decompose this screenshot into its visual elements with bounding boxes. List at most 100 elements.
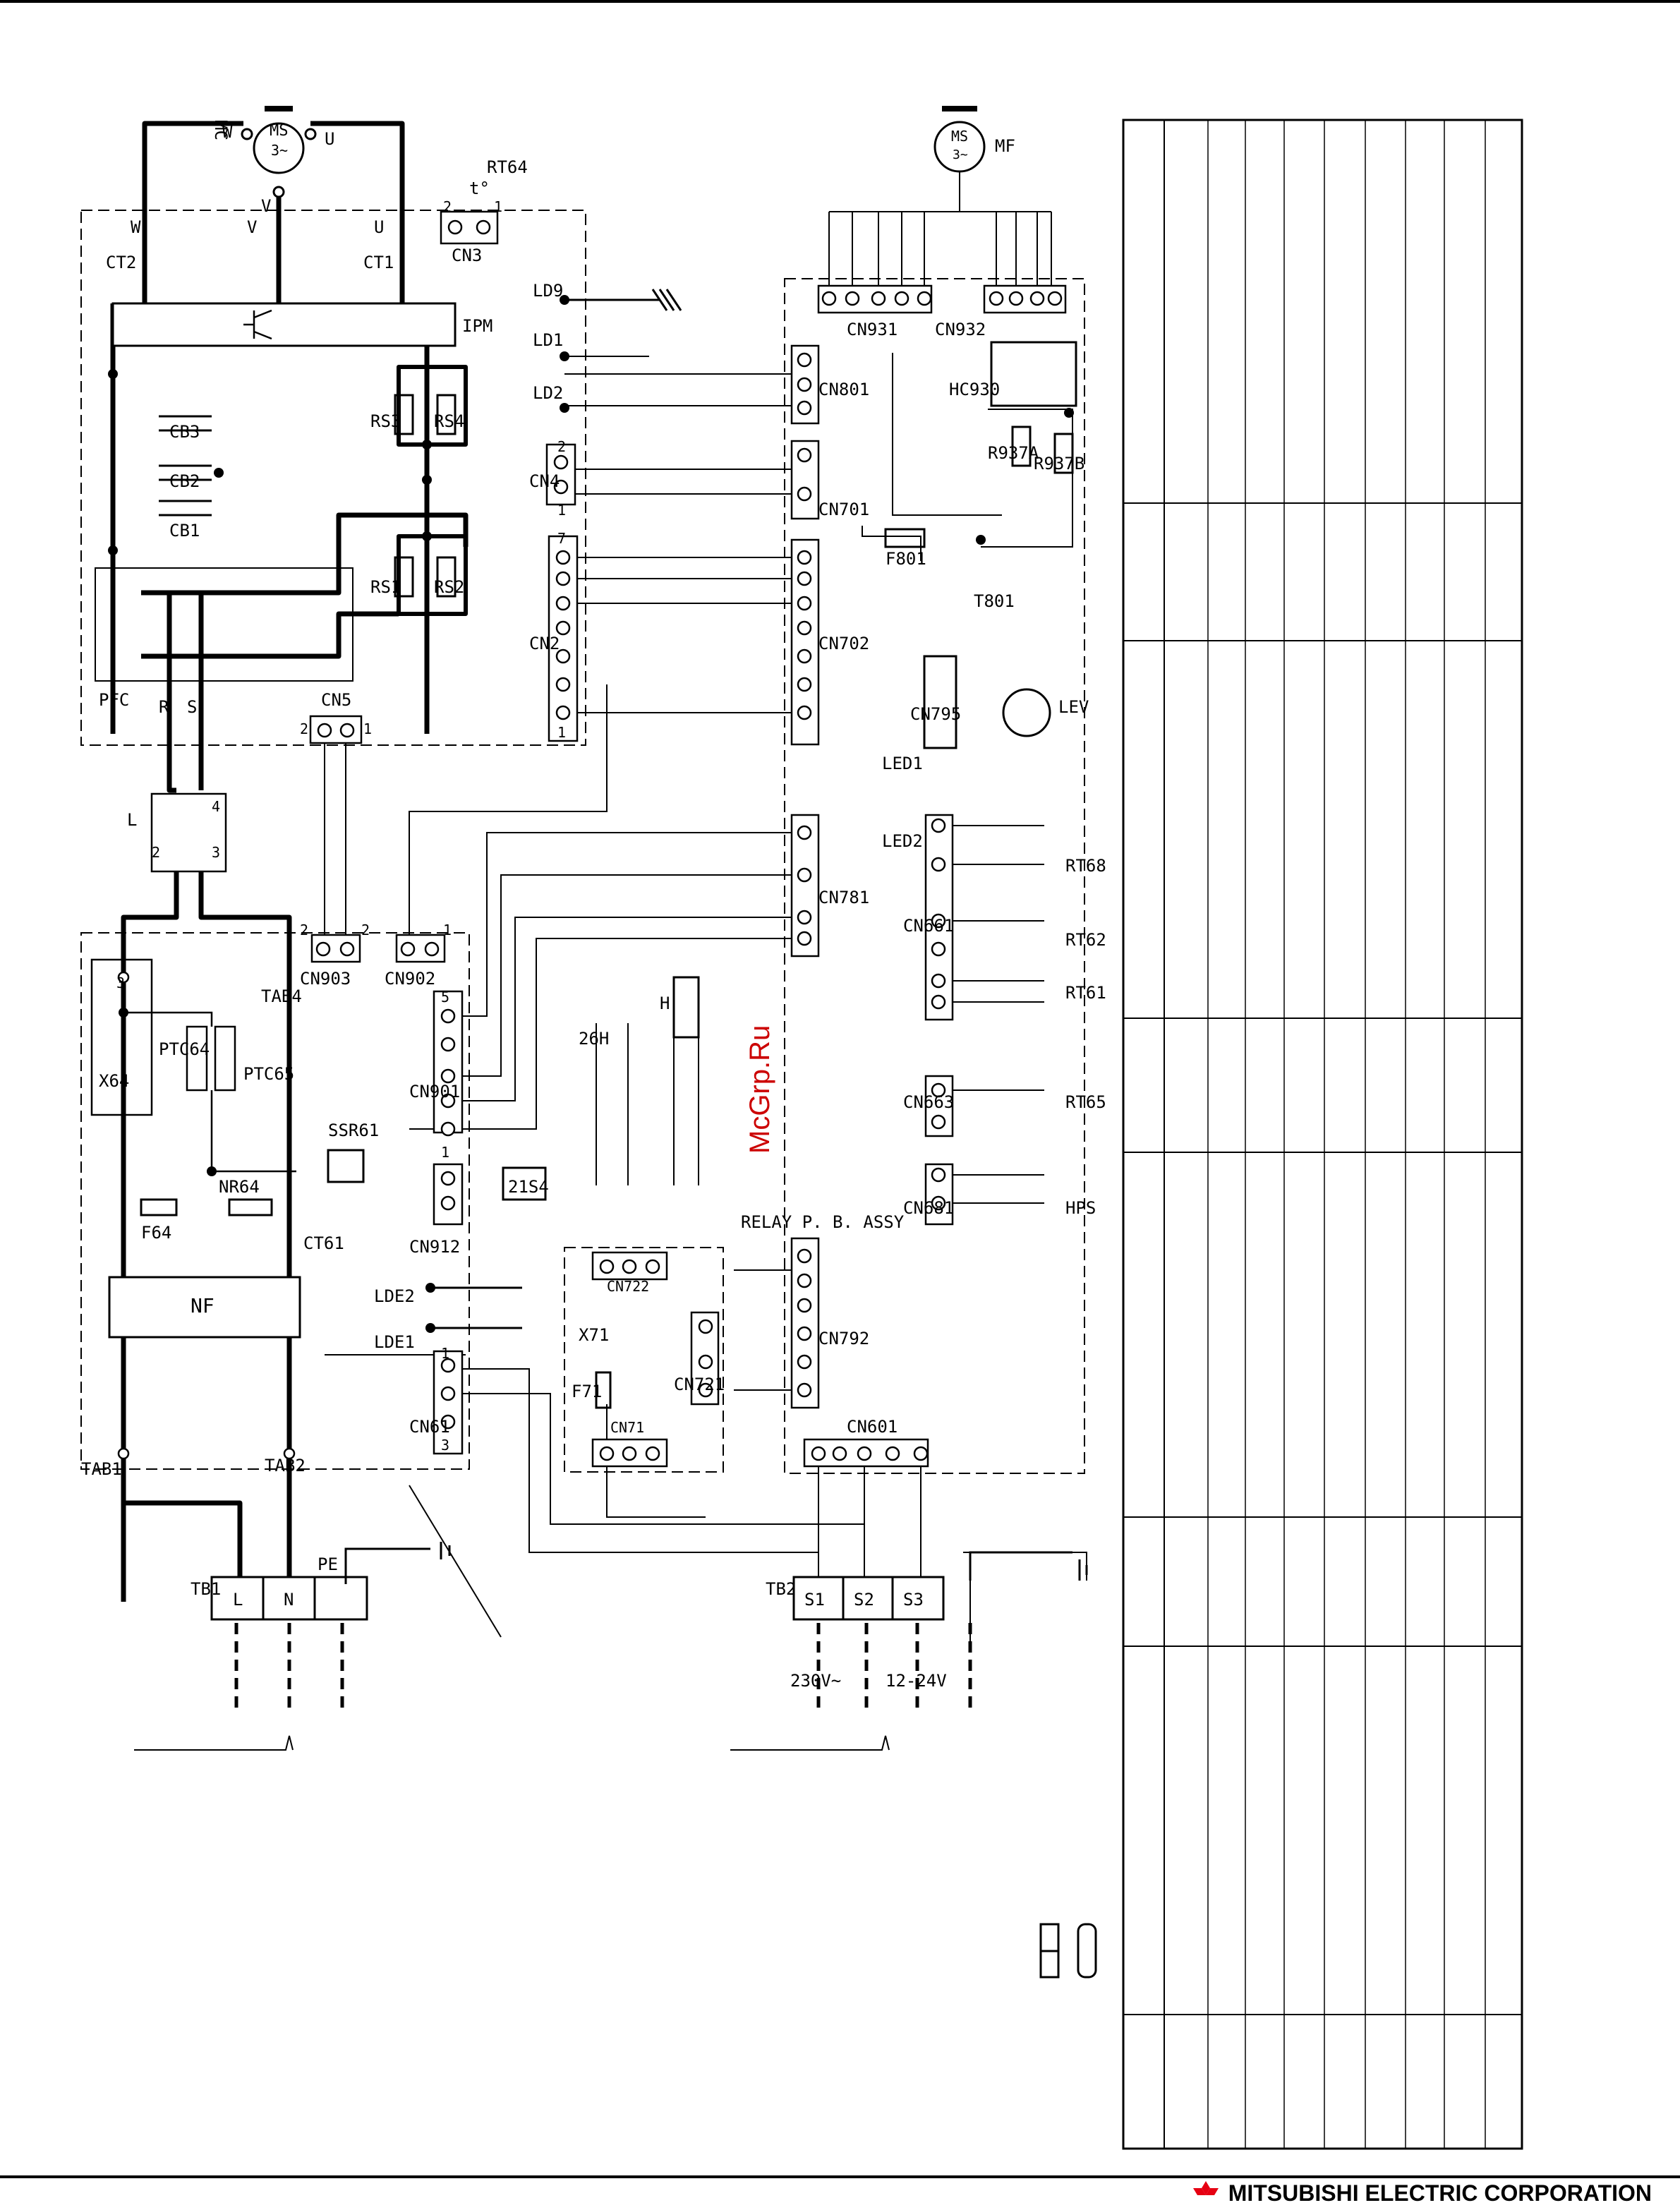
ct-v-label: V [247, 217, 257, 237]
cn932-label: CN932 [935, 320, 986, 339]
rs1-label: RS1 [370, 577, 401, 597]
tab2-label: TAB2 [265, 1456, 306, 1475]
bottom-rule [0, 2175, 1680, 2178]
tb2-label: TB2 [766, 1579, 796, 1599]
cn901-pin5: 5 [441, 989, 449, 1006]
rt61-label: RT61 [1065, 983, 1106, 1003]
rs3-label: RS3 [370, 411, 401, 431]
cb2-label: CB2 [169, 471, 200, 491]
table-grid [1122, 119, 1523, 2150]
lde1-label: LDE1 [374, 1332, 415, 1352]
cn903-pin2: 2 [300, 922, 308, 938]
choke-pin3: 3 [212, 844, 220, 861]
noise-filter-board-outline [80, 932, 470, 1470]
supply-cables [234, 1623, 972, 1708]
ground-symbols [344, 289, 1088, 1584]
h-label: H [660, 994, 670, 1013]
cb3-label: CB3 [169, 422, 200, 442]
w-terminal-label: W [222, 122, 233, 142]
v-terminal-label: V [261, 196, 271, 216]
rt68-label: RT68 [1065, 856, 1106, 876]
mf-phase-label: 3~ [953, 147, 968, 162]
controller-board-outline [784, 278, 1085, 1474]
f801-label: F801 [886, 549, 926, 569]
pfc-label: PFC [99, 690, 129, 710]
tb2-s2-label: S2 [854, 1590, 874, 1610]
cn3-pin2: 2 [443, 198, 452, 215]
s21-label: 21S4 [508, 1177, 549, 1197]
cn4-pin1: 1 [557, 502, 566, 519]
cn901-pin1: 1 [441, 1144, 449, 1161]
ld2-label: LD2 [533, 383, 563, 403]
cn902-pin2: 2 [361, 922, 370, 938]
x64-label: X64 [99, 1071, 129, 1091]
cn5-label: CN5 [321, 690, 351, 710]
nr64-label: NR64 [219, 1177, 260, 1197]
power-wiring [110, 121, 469, 1602]
phase-label: 3~ [271, 142, 288, 159]
ct2-w-label: W [131, 217, 141, 237]
choke-l [150, 792, 227, 873]
terminal-blocks [210, 1576, 945, 1621]
ct1-u-label: U [374, 217, 384, 237]
power-board-outline [80, 210, 586, 746]
cn792-label: CN792 [818, 1329, 869, 1348]
cn4-label: CN4 [529, 471, 560, 491]
cn61-label: CN61 [409, 1417, 450, 1437]
cable-brackets [134, 1485, 890, 1751]
r937b-label: R937B [1034, 454, 1084, 473]
pfc-block [95, 567, 353, 682]
top-rule [0, 0, 1680, 3]
cn702-label: CN702 [818, 634, 869, 653]
legend-symbols [1039, 1923, 1097, 1979]
x71-label: X71 [579, 1325, 609, 1345]
rs4-label: RS4 [434, 411, 464, 431]
cn903-label: CN903 [300, 969, 351, 989]
x64-relay [90, 958, 153, 1116]
mf-label: MF [995, 136, 1015, 156]
cn722-label: CN722 [607, 1278, 649, 1295]
ptc65-label: PTC65 [243, 1064, 294, 1084]
rt64-label: RT64 [487, 157, 528, 177]
choke-pin2: 2 [152, 844, 160, 861]
connector-pins [117, 210, 1067, 1468]
rt65-label: RT65 [1065, 1092, 1106, 1112]
u-terminal-label: U [325, 129, 334, 149]
mc-label: MC [211, 120, 231, 140]
relay-board-outline [564, 1247, 724, 1473]
nf-label: NF [191, 1294, 214, 1317]
cn2-pin7: 7 [557, 530, 566, 547]
h26-label: 26H [579, 1029, 609, 1049]
l-choke-label: L [127, 810, 137, 830]
compressor-motor-symbol [253, 122, 305, 174]
cn61-pin1: 1 [441, 1345, 449, 1362]
ipm-symbol [243, 309, 272, 340]
tb2-s3-label: S3 [903, 1590, 924, 1610]
tab1-label: TAB1 [81, 1459, 122, 1479]
cb1-label: CB1 [169, 521, 200, 541]
cn801-label: CN801 [818, 380, 869, 399]
cn901-label: CN901 [409, 1082, 460, 1101]
led2-label: LED2 [882, 831, 923, 851]
f64-label: F64 [141, 1223, 171, 1243]
cn71-label: CN71 [610, 1419, 644, 1436]
v1224-label: 12-24V [886, 1671, 947, 1691]
cn902-label: CN902 [385, 969, 435, 989]
cn781-label: CN781 [818, 888, 869, 907]
brand-name: MITSUBISHI ELECTRIC CORPORATION [1228, 2180, 1652, 2206]
brand-logo: MITSUBISHI ELECTRIC CORPORATION [1192, 2180, 1652, 2206]
capacitors-resistors [140, 341, 1077, 1409]
tb2-s1-label: S1 [804, 1590, 825, 1610]
rt64-temp-label: t° [469, 179, 490, 198]
cn701-label: CN701 [818, 500, 869, 519]
t801-label: T801 [974, 591, 1015, 611]
cn912-label: CN912 [409, 1237, 460, 1257]
watermark: McGrp.Ru [744, 1025, 775, 1154]
mf-ms-label: MS [951, 128, 968, 145]
cn661-label: CN661 [903, 916, 954, 936]
ipm-label: IPM [462, 316, 492, 336]
tb1-l-label: L [233, 1590, 243, 1610]
cn4-pin2: 2 [557, 438, 566, 455]
